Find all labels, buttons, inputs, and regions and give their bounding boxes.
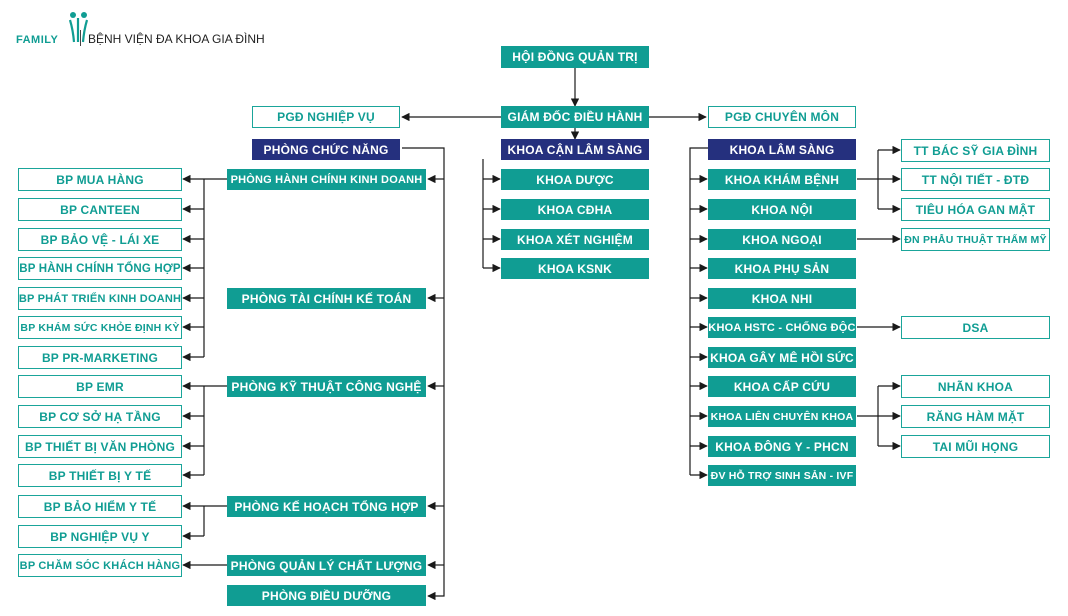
clinical-pediatrics: KHOA NHI [708, 288, 856, 309]
sub-dsa: DSA [901, 316, 1050, 339]
deputy-professional-box: PGĐ CHUYÊN MÔN [708, 106, 856, 128]
board-box: HỘI ĐỒNG QUẢN TRỊ [501, 46, 649, 68]
clinical-emergency: KHOA CẤP CỨU [708, 376, 856, 397]
family-logo-icon [68, 12, 89, 43]
unit-medical-affairs: BP NGHIỆP VỤ Y [18, 525, 182, 548]
unit-medical-equipment: BP THIẾT BỊ Y TẾ [18, 464, 182, 487]
clinical-ivf: ĐV HỖ TRỢ SINH SẢN - IVF [708, 465, 856, 486]
unit-business-dev: BP PHÁT TRIỂN KINH DOANH [18, 287, 182, 310]
dept-nursing: PHÒNG ĐIỀU DƯỠNG [227, 585, 426, 606]
logo: FAMILY [16, 10, 89, 50]
unit-security-driver: BP BẢO VỆ - LÁI XE [18, 228, 182, 251]
unit-pr-marketing: BP PR-MARKETING [18, 346, 182, 369]
logo-divider [80, 30, 81, 46]
dept-finance: PHÒNG TÀI CHÍNH KẾ TOÁN [227, 288, 426, 309]
sub-gastro-hepatology: TIÊU HÓA GAN MẬT [901, 198, 1050, 221]
paraclinical-header: KHOA CẬN LÂM SÀNG [501, 139, 649, 160]
logo-family-text: FAMILY [16, 34, 59, 46]
paraclinical-infection-control: KHOA KSNK [501, 258, 649, 279]
sub-ent: TAI MŨI HỌNG [901, 435, 1050, 458]
unit-health-check: BP KHÁM SỨC KHỎE ĐỊNH KỲ [18, 316, 182, 339]
unit-emr: BP EMR [18, 375, 182, 398]
unit-health-insurance: BP BẢO HIỂM Y TẾ [18, 495, 182, 518]
clinical-multispecialty: KHOA LIÊN CHUYÊN KHOA [708, 406, 856, 427]
unit-canteen: BP CANTEEN [18, 198, 182, 221]
clinical-obstetrics: KHOA PHỤ SẢN [708, 258, 856, 279]
dept-technology: PHÒNG KỸ THUẬT CÔNG NGHỆ [227, 376, 426, 397]
clinical-traditional-medicine: KHOA ĐÔNG Y - PHCN [708, 436, 856, 457]
clinical-surgery: KHOA NGOẠI [708, 229, 856, 250]
paraclinical-imaging: KHOA CĐHA [501, 199, 649, 220]
sub-cosmetic-surgery: ĐN PHẪU THUẬT THẨM MỸ [901, 228, 1050, 251]
clinical-icu: KHOA HSTC - CHỐNG ĐỘC [708, 317, 856, 338]
clinical-header: KHOA LÂM SÀNG [708, 139, 856, 160]
ceo-box: GIÁM ĐỐC ĐIỀU HÀNH [501, 106, 649, 128]
functional-header: PHÒNG CHỨC NĂNG [252, 139, 400, 160]
paraclinical-lab: KHOA XÉT NGHIỆM [501, 229, 649, 250]
sub-ophthalmology: NHÃN KHOA [901, 375, 1050, 398]
clinical-examination: KHOA KHÁM BỆNH [708, 169, 856, 190]
deputy-operations-box: PGĐ NGHIỆP VỤ [252, 106, 400, 128]
unit-purchasing: BP MUA HÀNG [18, 168, 182, 191]
sub-dental: RĂNG HÀM MẶT [901, 405, 1050, 428]
dept-planning: PHÒNG KẾ HOẠCH TỔNG HỢP [227, 496, 426, 517]
clinical-anesthesia: KHOA GÂY MÊ HỒI SỨC [708, 347, 856, 368]
sub-family-doctor: TT BÁC SỸ GIA ĐÌNH [901, 139, 1050, 162]
clinical-internal: KHOA NỘI [708, 199, 856, 220]
unit-infrastructure: BP CƠ SỞ HẠ TẦNG [18, 405, 182, 428]
hospital-name: BỆNH VIỆN ĐA KHOA GIA ĐÌNH [88, 32, 265, 46]
unit-general-admin: BP HÀNH CHÍNH TỔNG HỢP [18, 257, 182, 280]
sub-endocrinology: TT NỘI TIẾT - ĐTĐ [901, 168, 1050, 191]
unit-office-equipment: BP THIẾT BỊ VĂN PHÒNG [18, 435, 182, 458]
dept-quality: PHÒNG QUẢN LÝ CHẤT LƯỢNG [227, 555, 426, 576]
dept-admin-business: PHÒNG HÀNH CHÍNH KINH DOANH [227, 169, 426, 190]
paraclinical-pharmacy: KHOA DƯỢC [501, 169, 649, 190]
unit-customer-care: BP CHĂM SÓC KHÁCH HÀNG [18, 554, 182, 577]
